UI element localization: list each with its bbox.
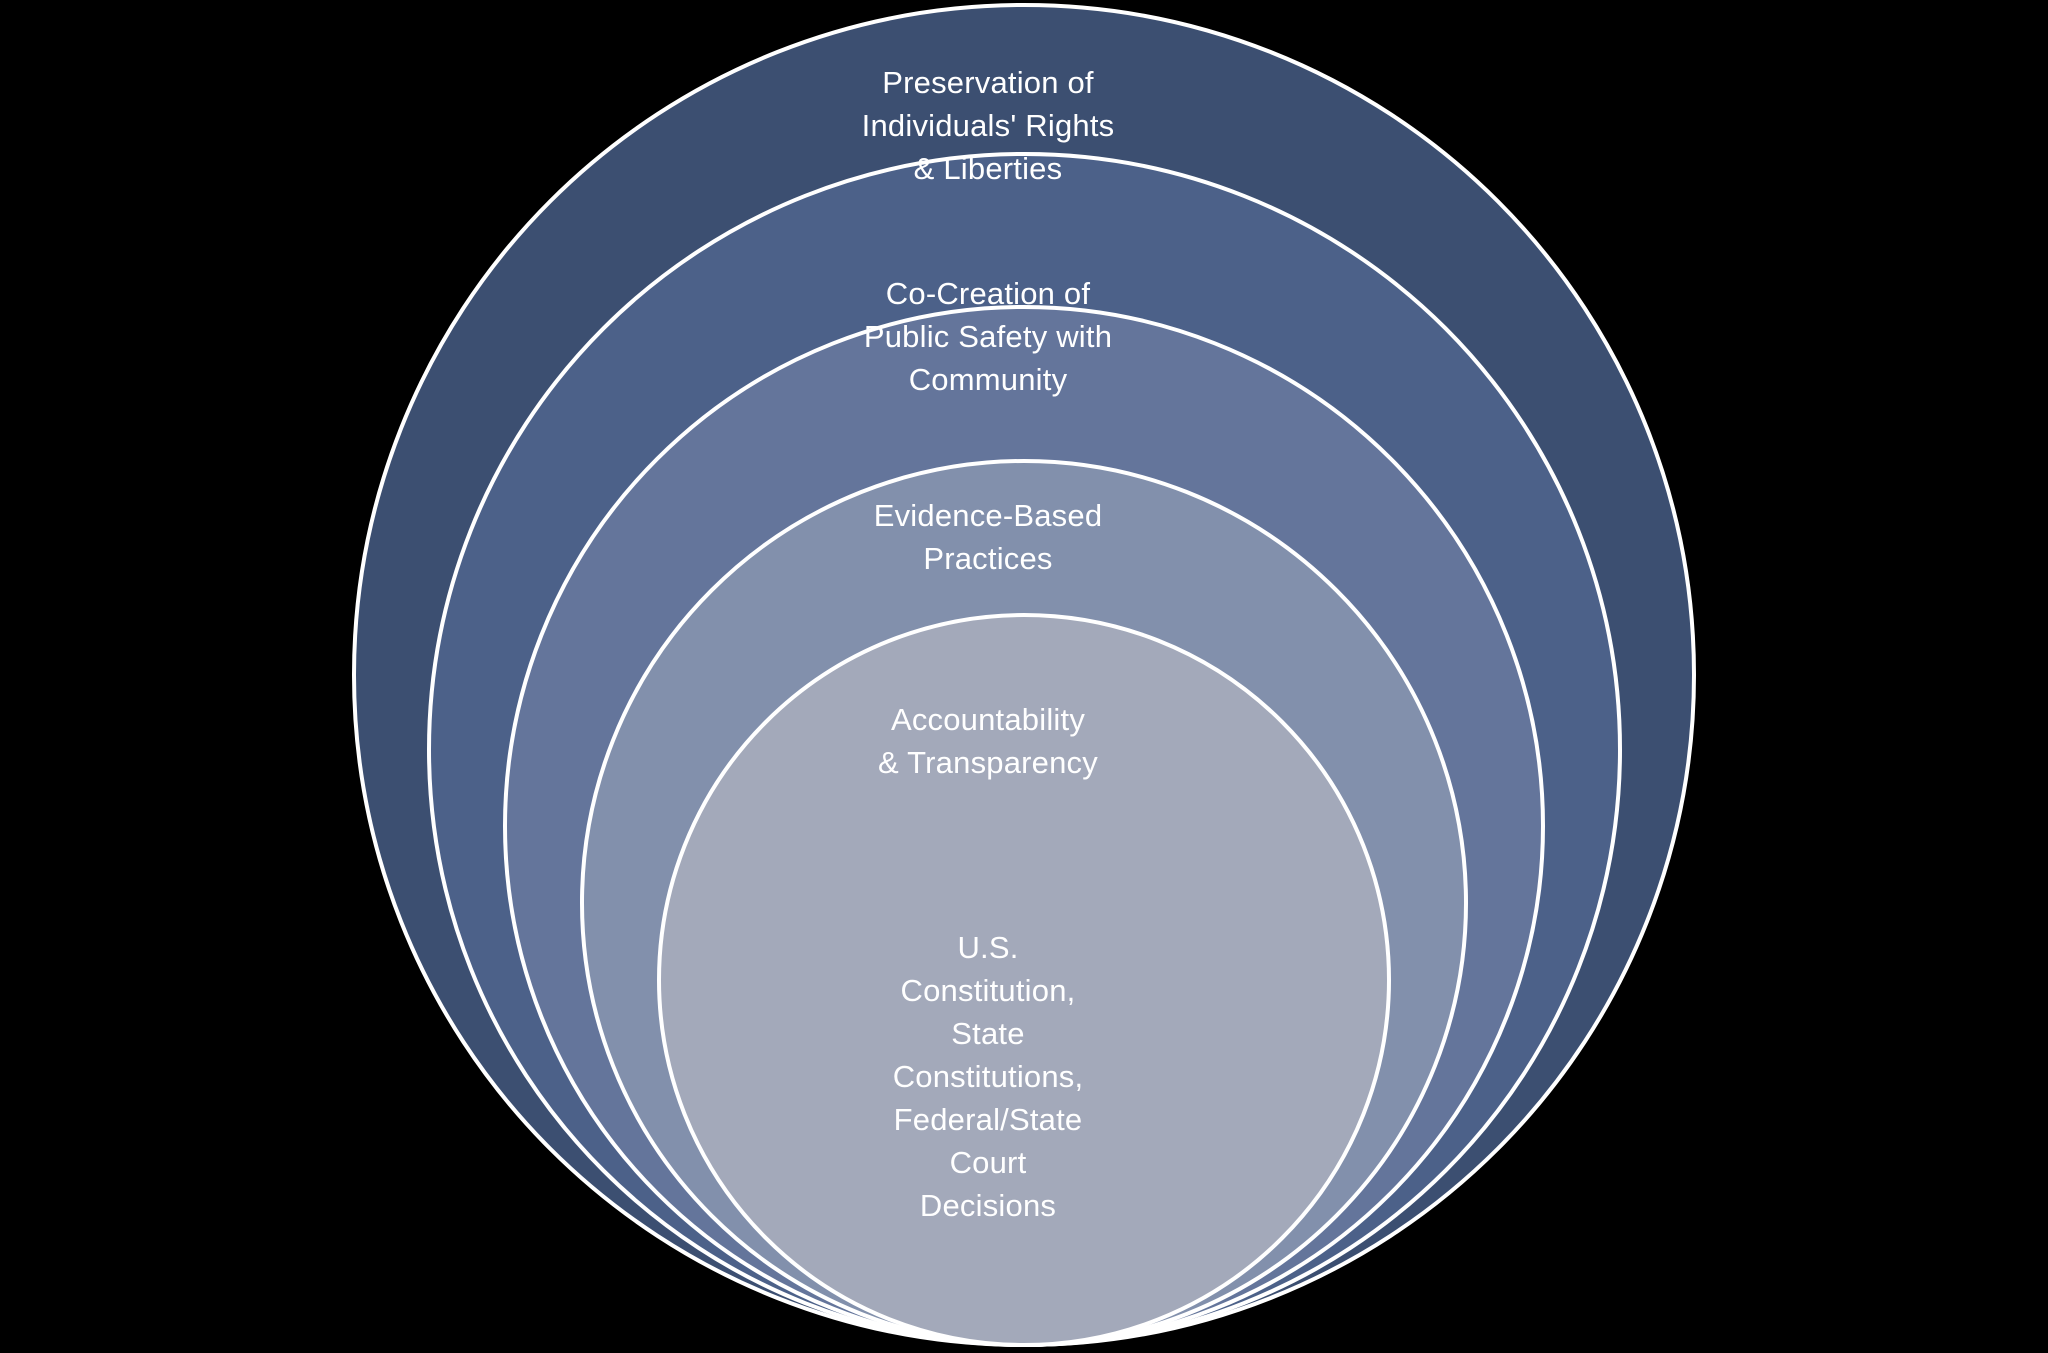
label-evidence-based-practices: Evidence-Based Practices — [873, 498, 1103, 576]
label-co-creation-public-safety: Co-Creation of Public Safety with Commun… — [863, 276, 1113, 397]
label-constitution-court-decisions: U.S. Constitution, State Constitutions, … — [892, 930, 1084, 1223]
label-preservation-rights-liberties: Preservation of Individuals' Rights & Li… — [861, 65, 1115, 186]
label-accountability-transparency: Accountability & Transparency — [878, 702, 1098, 780]
circle-constitution-court-decisions — [657, 613, 1391, 1347]
